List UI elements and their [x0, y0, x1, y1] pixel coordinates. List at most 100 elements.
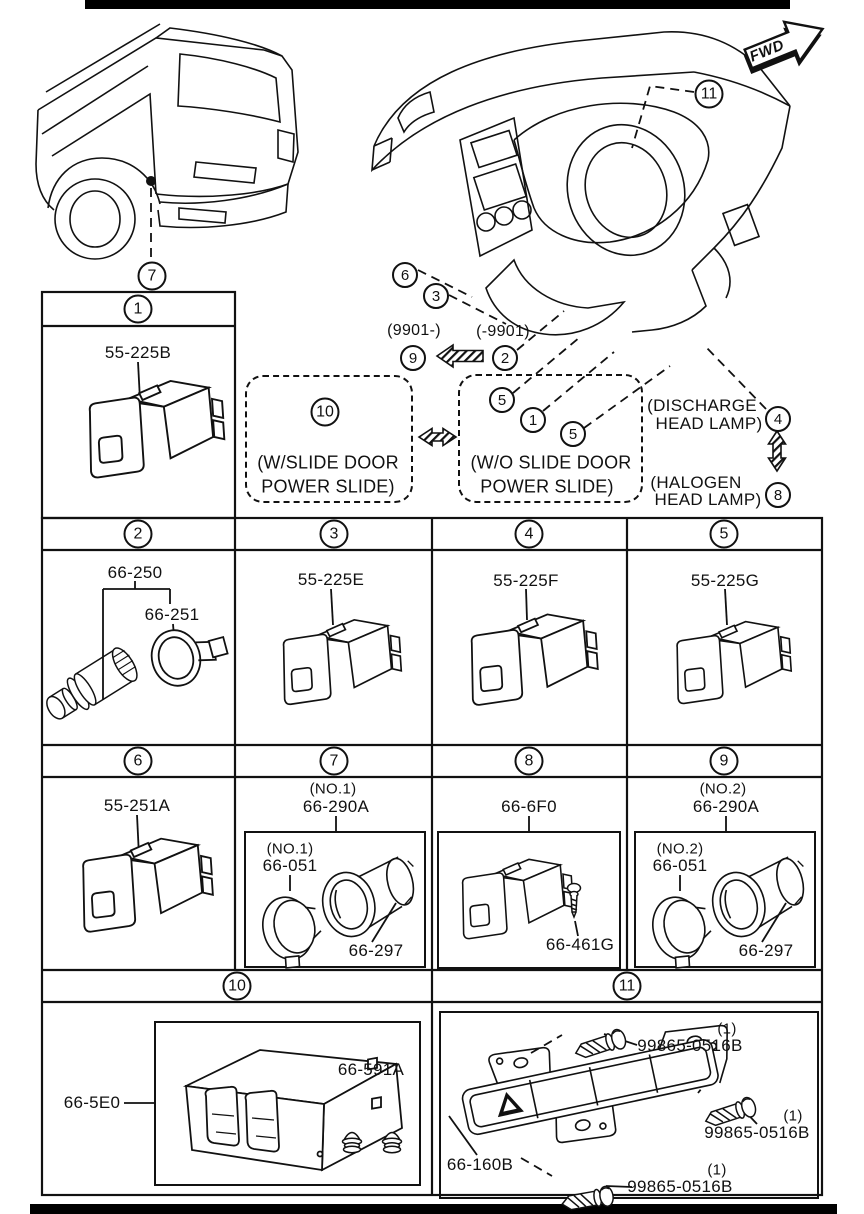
fwd-arrow	[743, 20, 825, 74]
part-66-5E0: 66-5E0	[63, 1093, 121, 1112]
grid-header-9-number: 9	[719, 752, 729, 769]
discharge-lamp-line2: HEAD LAMP)	[655, 414, 763, 433]
page-bottom-border	[30, 1204, 837, 1214]
callout-1-number: 1	[528, 411, 538, 429]
alternate-arrow-9-2	[435, 343, 484, 369]
callout-9-number: 9	[408, 349, 418, 367]
grid-header-11: 11	[612, 971, 642, 1001]
part-99865-0516B-top: 99865-0516B	[637, 1036, 743, 1055]
grid-header-10-number: 10	[228, 977, 246, 994]
qty-bottom: (1)	[707, 1161, 727, 1179]
production-range-late: (9901-)	[387, 322, 441, 339]
discharge-lamp-line1: (DISCHARGE	[647, 396, 757, 415]
variant-no2-inner: (NO.2)	[656, 840, 704, 858]
grid-header-3-number: 3	[329, 525, 339, 542]
callout-2-number: 2	[500, 349, 510, 367]
grid-lines	[40, 290, 824, 1197]
grid-header-3: 3	[319, 519, 349, 549]
screw-66-461G-illustration	[566, 882, 582, 920]
grid-header-10: 10	[222, 971, 252, 1001]
part-66-297-no2: 66-297	[738, 941, 794, 960]
part-66-051-no1: 66-051	[262, 856, 318, 875]
part-66-290A-no1: 66-290A	[302, 797, 370, 816]
qty-middle: (1)	[783, 1107, 803, 1125]
alternate-arrow-slide-boxes	[417, 427, 458, 447]
part-66-591A: 66-591A	[337, 1060, 405, 1079]
part-66-250: 66-250	[107, 563, 163, 582]
dashed-leaders	[150, 85, 767, 1177]
grid-header-4: 4	[514, 519, 544, 549]
without-slide-door-box	[458, 374, 643, 503]
callout-11-number: 11	[700, 85, 718, 102]
switch-55-225G-illustration	[676, 620, 793, 705]
halogen-lamp-line1: (HALOGEN	[650, 473, 742, 492]
without-slide-text-line2: POWER SLIDE)	[480, 476, 614, 497]
grid-header-8: 8	[514, 746, 544, 776]
callout-5b-number: 5	[568, 425, 578, 443]
callout-10: 10	[310, 397, 340, 427]
halogen-lamp-line2: HEAD LAMP)	[654, 490, 762, 509]
part-66-051-no2: 66-051	[652, 856, 708, 875]
part-66-461G: 66-461G	[545, 935, 615, 954]
callout-6: 6	[392, 262, 418, 288]
callout-5b: 5	[560, 421, 586, 447]
power-slide-switch-66-5E0-illustration	[182, 1049, 403, 1172]
switch-55-251A-illustration	[82, 837, 214, 933]
callout-8: 8	[765, 482, 791, 508]
part-55-225B: 55-225B	[104, 343, 172, 362]
part-99865-0516B-bottom: 99865-0516B	[627, 1177, 733, 1196]
callout-4: 4	[765, 406, 791, 432]
rear-switch-location-dot	[146, 176, 156, 186]
variant-no1: (NO.1)	[309, 780, 357, 798]
callout-1: 1	[520, 407, 546, 433]
part-99865-0516B-middle: 99865-0516B	[704, 1123, 810, 1142]
dashboard-illustration	[371, 31, 791, 336]
part-55-225G: 55-225G	[690, 571, 760, 590]
callout-6-number: 6	[400, 266, 410, 284]
grid-header-4-number: 4	[524, 525, 534, 542]
grid-header-7-number: 7	[329, 752, 339, 769]
grid-header-6-number: 6	[133, 752, 143, 769]
callout-3: 3	[423, 283, 449, 309]
ring-66-251-illustration	[150, 629, 229, 687]
callout-5a: 5	[489, 387, 515, 413]
part-66-290A-no2: 66-290A	[692, 797, 760, 816]
hazard-panel-66-160B-illustration	[461, 1024, 728, 1144]
callout-3-number: 3	[431, 287, 441, 305]
rear-car-illustration	[35, 23, 299, 260]
variant-no2: (NO.2)	[699, 780, 747, 798]
part-66-297-no1: 66-297	[348, 941, 404, 960]
grid-header-5-number: 5	[719, 525, 729, 542]
lighter-66-250-illustration	[46, 647, 138, 720]
switch-66-6F0-illustration	[461, 858, 574, 940]
grid-header-1-number: 1	[133, 300, 143, 317]
with-slide-door-box	[245, 375, 413, 503]
callout-2: 2	[492, 345, 518, 371]
with-slide-text-line2: POWER SLIDE)	[261, 476, 395, 497]
part-55-251A: 55-251A	[103, 796, 171, 815]
with-slide-text-line1: (W/SLIDE DOOR	[257, 452, 399, 473]
production-range-early: (-9901)	[476, 323, 530, 340]
grid-header-9: 9	[709, 746, 739, 776]
qty-top: (1)	[717, 1020, 737, 1038]
grid-header-11-number: 11	[618, 977, 636, 994]
callout-9: 9	[400, 345, 426, 371]
callout-11: 11	[694, 79, 724, 109]
switch-55-225B-illustration	[88, 380, 226, 479]
grid-header-2: 2	[123, 519, 153, 549]
alternate-arrow-headlamp	[767, 429, 787, 473]
callout-8-number: 8	[773, 486, 783, 504]
part-66-251: 66-251	[144, 605, 200, 624]
callout-7: 7	[137, 261, 167, 291]
variant-no1-inner: (NO.1)	[266, 840, 314, 858]
grid-header-2-number: 2	[133, 525, 143, 542]
grid-header-8-number: 8	[524, 752, 534, 769]
grid-header-7: 7	[319, 746, 349, 776]
part-66-6F0: 66-6F0	[501, 797, 557, 816]
without-slide-text-line1: (W/O SLIDE DOOR	[470, 452, 632, 473]
screw-99865-0516B-bottom-illustration	[559, 1184, 616, 1214]
page-top-border	[85, 0, 790, 9]
grid-header-5: 5	[709, 519, 739, 549]
